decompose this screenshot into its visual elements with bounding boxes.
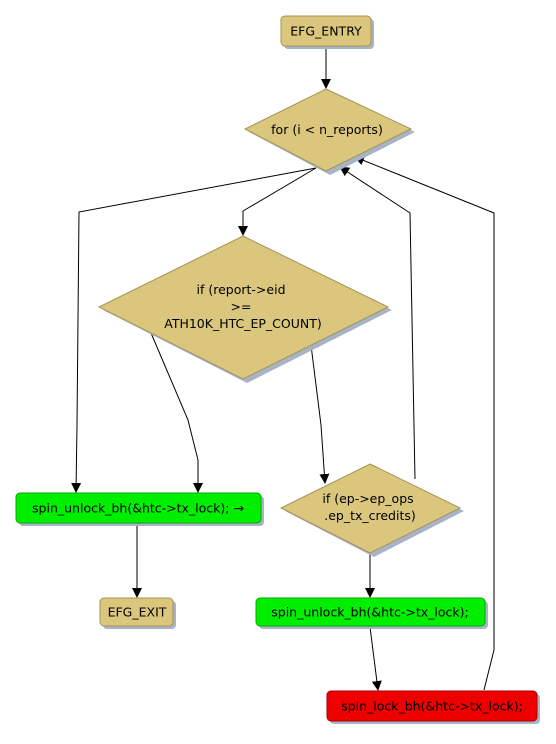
eid-decision: if (report->eid >= ATH10K_HTC_EP_COUNT) [97, 235, 392, 383]
edge-loop-to-unlock-exit [71, 167, 317, 493]
unlock-call-label: spin_unlock_bh(&htc->tx_lock); [271, 605, 468, 620]
relock-node: spin_lock_bh(&htc->tx_lock); [326, 690, 540, 724]
entry-node: EFG_ENTRY [280, 15, 374, 49]
edge-cond-eid-to-cond-credits [310, 344, 330, 484]
edges [71, 46, 495, 691]
eid-label-line-3: ATH10K_HTC_EP_COUNT) [164, 316, 322, 331]
eid-label-line-1: if (report->eid [197, 282, 286, 297]
loop-label: for (i < n_reports) [271, 122, 383, 137]
entry-label: EFG_ENTRY [290, 24, 362, 39]
edge-relock-back-to-loop [354, 155, 495, 691]
edge-cond-eid-to-unlock-exit [150, 332, 203, 493]
eid-label-line-2: >= [231, 299, 252, 314]
exit-label: EFG_EXIT [108, 605, 167, 620]
edge-loop-to-cond-eid [238, 167, 317, 236]
eid-label: if (report->eid >= ATH10K_HTC_EP_COUNT) [164, 282, 322, 331]
credits-label-line-2: .ep_tx_credits) [324, 508, 416, 523]
edge-unlock-call-to-relock [369, 626, 382, 691]
credits-decision: if (ep->ep_ops .ep_tx_credits) [279, 463, 464, 557]
loop-decision: for (i < n_reports) [243, 88, 415, 175]
exit-node: EFG_EXIT [99, 597, 176, 629]
unlock-return-label: spin_unlock_bh(&htc->tx_lock); → [32, 501, 244, 516]
credits-label: if (ep->ep_ops .ep_tx_credits) [322, 491, 417, 523]
unlock-call-node: spin_unlock_bh(&htc->tx_lock); [255, 597, 488, 629]
unlock-return-node: spin_unlock_bh(&htc->tx_lock); → [15, 492, 264, 526]
edge-cond-credits-back-to-loop [339, 166, 416, 480]
relock-label: spin_lock_bh(&htc->tx_lock); [341, 699, 523, 714]
credits-label-line-1: if (ep->ep_ops [322, 491, 413, 506]
